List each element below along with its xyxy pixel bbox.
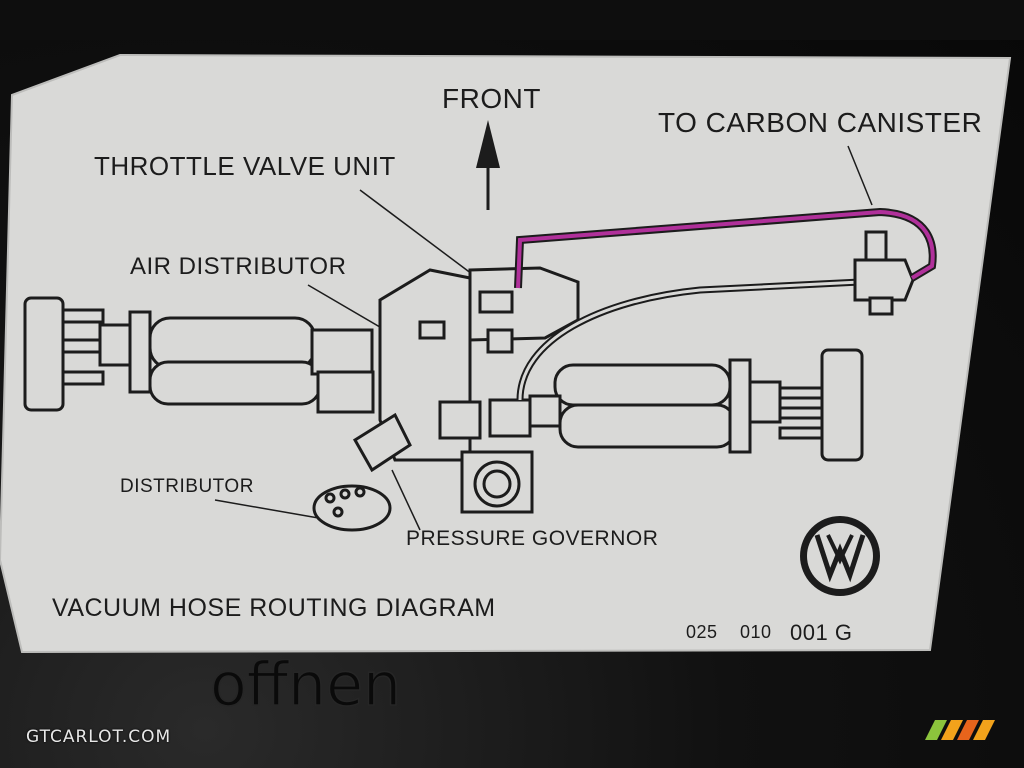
part-number-b: 010 [740, 622, 772, 642]
distributor-label: DISTRIBUTOR [120, 476, 254, 497]
embossed-housing-text: offnen [210, 650, 401, 720]
air-distributor-label: AIR DISTRIBUTOR [130, 253, 346, 280]
carbon-canister-valve [853, 230, 915, 316]
part-number-c: 001 G [790, 620, 852, 645]
throttle-valve-unit-label: THROTTLE VALVE UNIT [94, 151, 396, 181]
front-arrow-icon [476, 120, 500, 210]
watermark-text: GTCARLOT.COM [26, 727, 172, 747]
leader-lines [214, 145, 873, 531]
vw-logo [800, 516, 880, 596]
watermark-stripes-icon [925, 720, 995, 740]
diagram-title: VACUUM HOSE ROUTING DIAGRAM [52, 594, 496, 622]
front-label: FRONT [442, 83, 541, 114]
pressure-governor-label: PRESSURE GOVERNOR [406, 527, 658, 550]
carbon-canister-label: TO CARBON CANISTER [658, 107, 982, 138]
engine-drawing [23, 266, 864, 532]
part-number-a: 025 [686, 622, 718, 642]
